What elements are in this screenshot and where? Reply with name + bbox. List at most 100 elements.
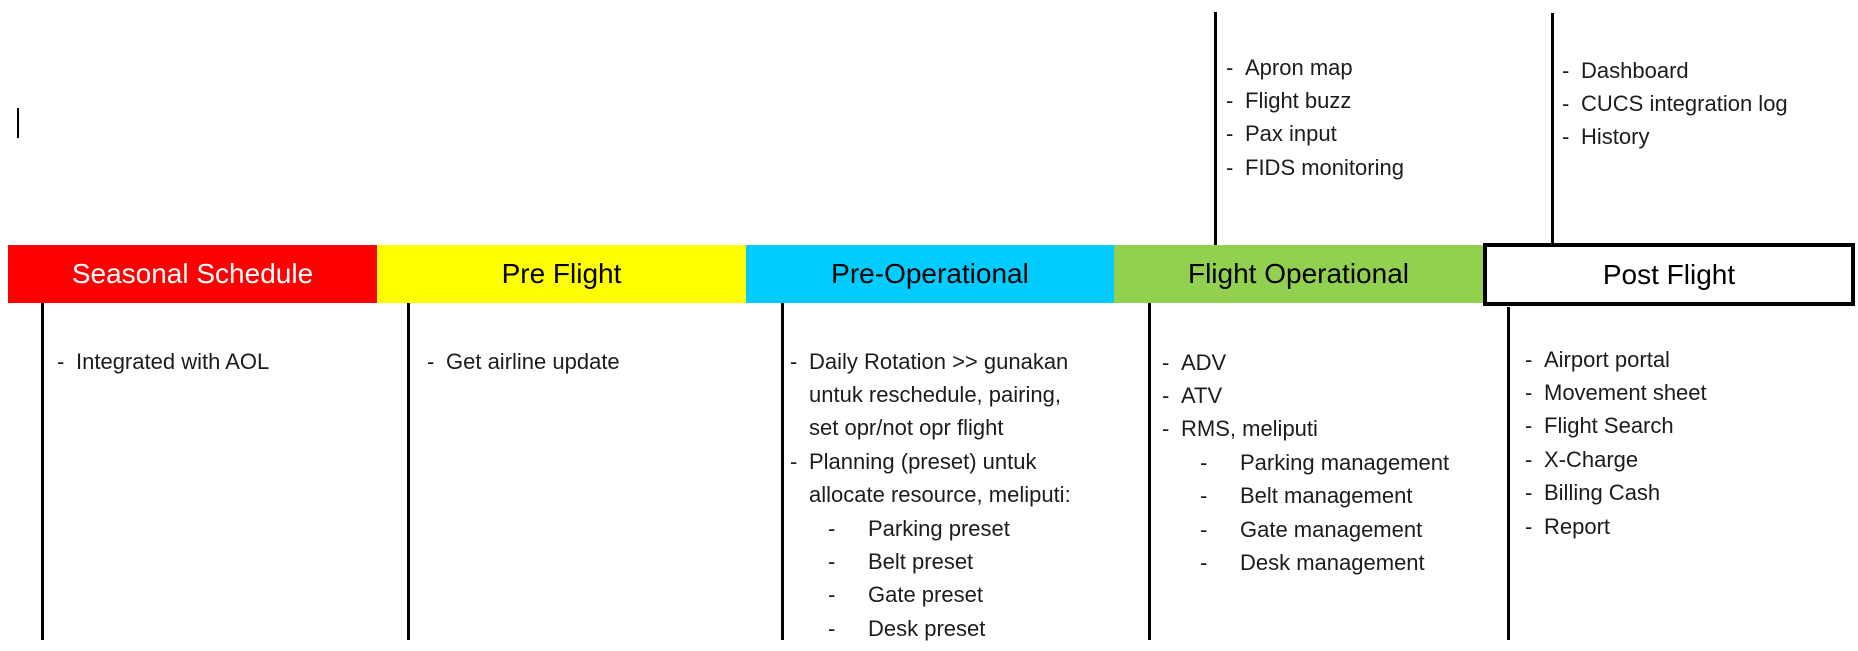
list-item-text: allocate resource, meliputi: xyxy=(809,482,1071,508)
stage-header-post-flight: Post Flight xyxy=(1483,243,1855,306)
stage-header-flight-operational: Flight Operational xyxy=(1114,245,1483,303)
list-item-text: Billing Cash xyxy=(1544,480,1661,506)
sub-list-item: Gate management xyxy=(1162,513,1449,546)
dash-bullet xyxy=(828,582,868,608)
list-item-text: Integrated with AOL xyxy=(76,348,270,374)
dash-bullet xyxy=(427,349,446,375)
dash-bullet xyxy=(790,349,809,375)
list-item: Flight buzz xyxy=(1226,84,1404,117)
list-item-text: Airport portal xyxy=(1544,346,1670,372)
list-item: ATV xyxy=(1162,379,1449,412)
list-item-text: Belt preset xyxy=(868,549,974,575)
list-item: Airport portal xyxy=(1525,343,1707,376)
stage-header-pre-operational: Pre-Operational xyxy=(746,245,1114,303)
list-item-text: Belt management xyxy=(1240,483,1413,509)
dash-bullet xyxy=(790,449,809,475)
dash-bullet xyxy=(1226,55,1245,81)
list-item: ADV xyxy=(1162,346,1449,379)
list-item-text: Desk management xyxy=(1240,550,1425,576)
list-item-text: Gate management xyxy=(1240,516,1423,542)
list-item-text: Apron map xyxy=(1245,54,1353,80)
list-item: Movement sheet xyxy=(1525,376,1707,409)
stage-header-seasonal-schedule: Seasonal Schedule xyxy=(8,245,377,303)
list-item-text: RMS, meliputi xyxy=(1181,416,1318,442)
list-item-text: Flight buzz xyxy=(1245,88,1352,114)
feature-list-pre-operational: Daily Rotation >> gunakan untuk reschedu… xyxy=(790,345,1071,646)
list-item: Get airline update xyxy=(427,345,620,378)
connector-line-pre-operational xyxy=(781,303,784,640)
sub-list-item: Desk preset xyxy=(790,612,1071,645)
stage-label: Pre Flight xyxy=(501,258,622,289)
connector-line-post-flight xyxy=(1507,307,1510,640)
feature-list-post-flight: Airport portal Movement sheet Flight Sea… xyxy=(1525,343,1707,543)
sub-list-item: Gate preset xyxy=(790,579,1071,612)
dash-bullet xyxy=(1525,480,1544,506)
list-item-text: ATV xyxy=(1181,383,1223,409)
list-item: FIDS monitoring xyxy=(1226,151,1404,184)
list-item: X-Charge xyxy=(1525,443,1707,476)
dash-bullet xyxy=(1525,413,1544,439)
dash-bullet xyxy=(1562,124,1581,150)
dash-bullet xyxy=(1562,91,1581,117)
list-item-text: Gate preset xyxy=(868,582,983,608)
dash-bullet xyxy=(1200,450,1240,476)
dash-bullet xyxy=(1525,347,1544,373)
list-item-text: Parking preset xyxy=(868,515,1010,541)
list-item-continuation: set opr/not opr flight xyxy=(790,412,1071,445)
dash-bullet xyxy=(1200,550,1240,576)
list-item-text: Parking management xyxy=(1240,449,1450,475)
dash-bullet xyxy=(828,616,868,642)
list-item-text: Daily Rotation >> gunakan xyxy=(809,348,1069,374)
feature-list-flight-operational: ADV ATV RMS, meliputi Parking management… xyxy=(1162,346,1449,580)
connector-line-flight-operational-top xyxy=(1214,12,1217,246)
connector-line-pre-flight xyxy=(407,303,410,640)
list-item-text: Flight Search xyxy=(1544,413,1674,439)
dash-bullet xyxy=(828,516,868,542)
list-item: Pax input xyxy=(1226,118,1404,151)
list-item-text: ADV xyxy=(1181,349,1227,375)
list-item-text: Desk preset xyxy=(868,615,986,641)
stage-label: Flight Operational xyxy=(1187,258,1409,289)
dash-bullet xyxy=(1226,155,1245,181)
list-item-text: Pax input xyxy=(1245,121,1337,147)
list-item-text: Get airline update xyxy=(446,348,620,374)
list-item: Flight Search xyxy=(1525,410,1707,443)
sub-list-item: Belt management xyxy=(1162,480,1449,513)
dash-bullet xyxy=(1226,88,1245,114)
stage-label: Pre-Operational xyxy=(831,258,1029,289)
feature-list-flight-operational-top: Apron map Flight buzz Pax input FIDS mon… xyxy=(1226,51,1404,185)
list-item: Apron map xyxy=(1226,51,1404,84)
dash-bullet xyxy=(1200,483,1240,509)
list-item: RMS, meliputi xyxy=(1162,413,1449,446)
dash-bullet xyxy=(1162,350,1181,376)
list-item: Integrated with AOL xyxy=(57,345,269,378)
list-item-continuation: untuk reschedule, pairing, xyxy=(790,378,1071,411)
dash-bullet xyxy=(1525,447,1544,473)
stage-label: Seasonal Schedule xyxy=(71,258,314,289)
dash-bullet xyxy=(57,349,76,375)
list-item: Planning (preset) untuk xyxy=(790,445,1071,478)
list-item-text: FIDS monitoring xyxy=(1245,154,1404,180)
dash-bullet xyxy=(1226,121,1245,147)
feature-list-pre-flight: Get airline update xyxy=(427,345,620,378)
list-item: Dashboard xyxy=(1562,54,1788,87)
text-cursor-mark xyxy=(17,108,19,138)
list-item-text: CUCS integration log xyxy=(1581,91,1788,117)
sub-list-item: Parking preset xyxy=(790,512,1071,545)
list-item-text: Report xyxy=(1544,513,1611,539)
list-item: Daily Rotation >> gunakan xyxy=(790,345,1071,378)
dash-bullet xyxy=(1200,517,1240,543)
list-item-continuation: allocate resource, meliputi: xyxy=(790,479,1071,512)
dash-bullet xyxy=(828,549,868,575)
list-item-text: Movement sheet xyxy=(1544,380,1707,406)
list-item: Billing Cash xyxy=(1525,477,1707,510)
list-item-text: Planning (preset) untuk xyxy=(809,448,1037,474)
dash-bullet xyxy=(1525,380,1544,406)
list-item-text: Dashboard xyxy=(1581,57,1689,83)
feature-list-post-flight-top: Dashboard CUCS integration log History xyxy=(1562,54,1788,154)
list-item-text: History xyxy=(1581,124,1650,150)
sub-list-item: Desk management xyxy=(1162,546,1449,579)
list-item: Report xyxy=(1525,510,1707,543)
dash-bullet xyxy=(1562,58,1581,84)
